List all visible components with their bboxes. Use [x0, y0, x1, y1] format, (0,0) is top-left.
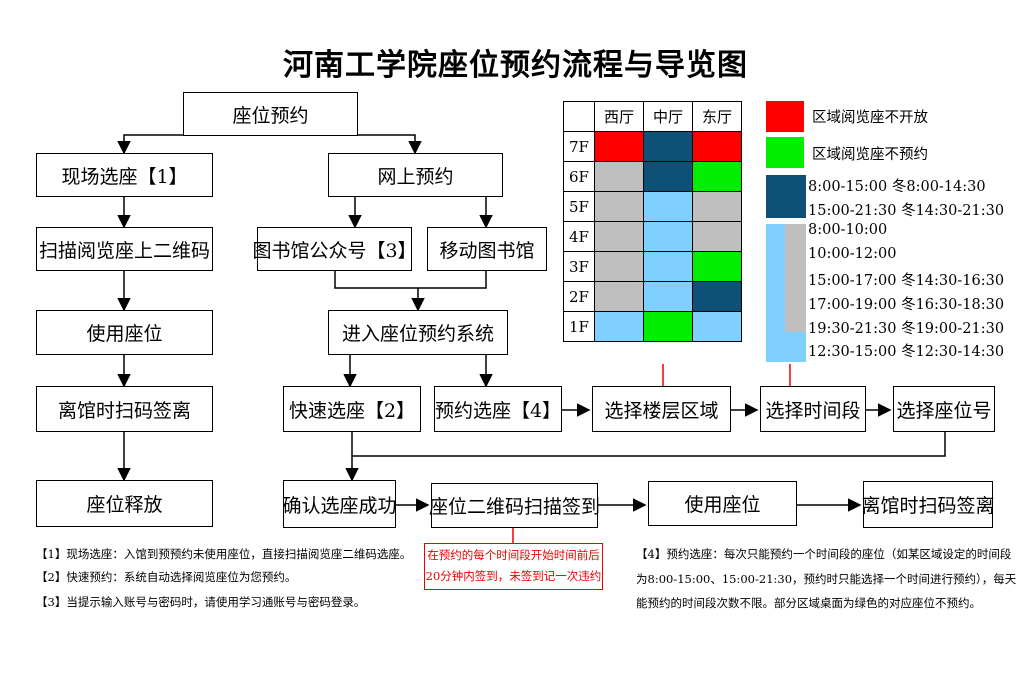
legend-light-time-6: 12:30-15:00 冬12:30-14:30: [808, 344, 1005, 360]
legend-green-swatch: [766, 137, 804, 168]
leave-scan-box-2: 离馆时扫码签离: [862, 481, 995, 528]
checkin-warning-line-1: 在预约的每个时间段开始时间前后: [427, 548, 600, 562]
note-quick: 【2】快速预约：系统自动选择阅览座位为您预约。: [36, 570, 297, 584]
grid-cell: [594, 221, 644, 252]
grid-cell: [594, 311, 644, 342]
note-onsite: 【1】现场选座：入馆到预预约未使用座位，直接扫描阅览座二维码选座。: [36, 547, 412, 561]
legend-gray-swatch: [785, 224, 806, 332]
grid-cell: [594, 251, 644, 282]
seat-release-box: 座位释放: [36, 480, 213, 527]
floor-label: 3F: [563, 251, 595, 282]
grid-cell: [594, 191, 644, 222]
legend-light-time-2: 10:00-12:00: [808, 246, 897, 262]
page-title: 河南工学院座位预约流程与导览图: [283, 48, 748, 83]
hall-header: 西厅: [594, 101, 644, 132]
grid-cell: [692, 311, 742, 342]
floor-label: 5F: [563, 191, 595, 222]
legend-red-swatch: [766, 101, 804, 132]
legend-closed-text: 区域阅览座不开放: [812, 110, 928, 126]
checkin-warning-note: 在预约的每个时间段开始时间前后 20分钟内签到，未签到记一次违约: [424, 543, 603, 590]
enter-system-box: 进入座位预约系统: [328, 310, 508, 355]
grid-cell: [692, 191, 742, 222]
legend-light-time-1: 8:00-10:00: [808, 222, 888, 238]
grid-cell: [594, 161, 644, 192]
floor-hall-grid: 西厅 中厅 东厅 7F 6F 5F 4F 3F 2F 1F: [563, 101, 742, 342]
grid-cell: [594, 281, 644, 312]
note-reserve-line-1: 【4】预约选座：每次只能预约一个时间段的座位（如某区域设定的时间段: [636, 547, 1012, 561]
grid-cell: [692, 281, 742, 312]
floor-label: 7F: [563, 131, 595, 162]
grid-cell: [643, 281, 693, 312]
grid-cell: [643, 251, 693, 282]
confirm-success-box: 确认选座成功: [283, 480, 397, 528]
grid-cell: [692, 161, 742, 192]
choose-time-box: 选择时间段: [760, 386, 866, 432]
grid-cell: [643, 311, 693, 342]
scan-qr-box: 扫描阅览座上二维码: [36, 227, 213, 271]
hall-header: 东厅: [692, 101, 742, 132]
seat-reserve-box: 座位预约: [183, 92, 358, 136]
use-seat-box-2: 使用座位: [648, 481, 797, 526]
note-reserve-line-2: 为8:00-15:00、15:00-21:30，预约时只能选择一个时间进行预约）…: [636, 572, 1017, 586]
choose-floor-box: 选择楼层区域: [592, 386, 731, 432]
choose-seat-box: 选择座位号: [893, 386, 995, 432]
legend-no-reserve-text: 区域阅览座不预约: [812, 147, 928, 163]
reserve-select-box: 预约选座【4】: [434, 386, 562, 432]
grid-cell: [643, 191, 693, 222]
legend-dark-blue-swatch: [766, 175, 806, 218]
legend-dark-time-2: 15:00-21:30 冬14:30-21:30: [808, 203, 1005, 219]
floor-label: 2F: [563, 281, 595, 312]
floor-label: 4F: [563, 221, 595, 252]
grid-cell: [692, 131, 742, 162]
grid-cell: [643, 131, 693, 162]
grid-cell: [643, 161, 693, 192]
grid-cell: [594, 131, 644, 162]
note-account: 【3】当提示输入账号与密码时，请使用学习通账号与密码登录。: [36, 595, 366, 609]
grid-cell: [692, 221, 742, 252]
mobile-library-box: 移动图书馆: [427, 227, 547, 271]
grid-cell: [643, 221, 693, 252]
floor-label: 6F: [563, 161, 595, 192]
grid-cell: [692, 251, 742, 282]
checkin-scan-box: 座位二维码扫描签到: [429, 483, 600, 528]
online-reserve-box: 网上预约: [328, 153, 503, 197]
note-reserve-line-3: 能预约的时间段次数不限。部分区域桌面为绿色的对应座位不预约。: [636, 596, 981, 610]
use-seat-box-1: 使用座位: [36, 310, 213, 355]
quick-select-box: 快速选座【2】: [283, 386, 421, 432]
hall-header: 中厅: [643, 101, 693, 132]
leave-scan-box-1: 离馆时扫码签离: [36, 386, 213, 432]
legend-light-time-4: 17:00-19:00 冬16:30-18:30: [808, 297, 1005, 313]
grid-corner: [563, 101, 595, 132]
legend-light-time-5: 19:30-21:30 冬19:00-21:30: [808, 321, 1005, 337]
floor-label: 1F: [563, 311, 595, 342]
checkin-warning-line-2: 20分钟内签到，未签到记一次违约: [425, 569, 602, 583]
legend-dark-time-1: 8:00-15:00 冬8:00-14:30: [808, 179, 986, 195]
legend-light-time-3: 15:00-17:00 冬14:30-16:30: [808, 273, 1005, 289]
onsite-select-box: 现场选座【1】: [36, 153, 213, 197]
wechat-account-box: 图书馆公众号【3】: [252, 227, 417, 271]
